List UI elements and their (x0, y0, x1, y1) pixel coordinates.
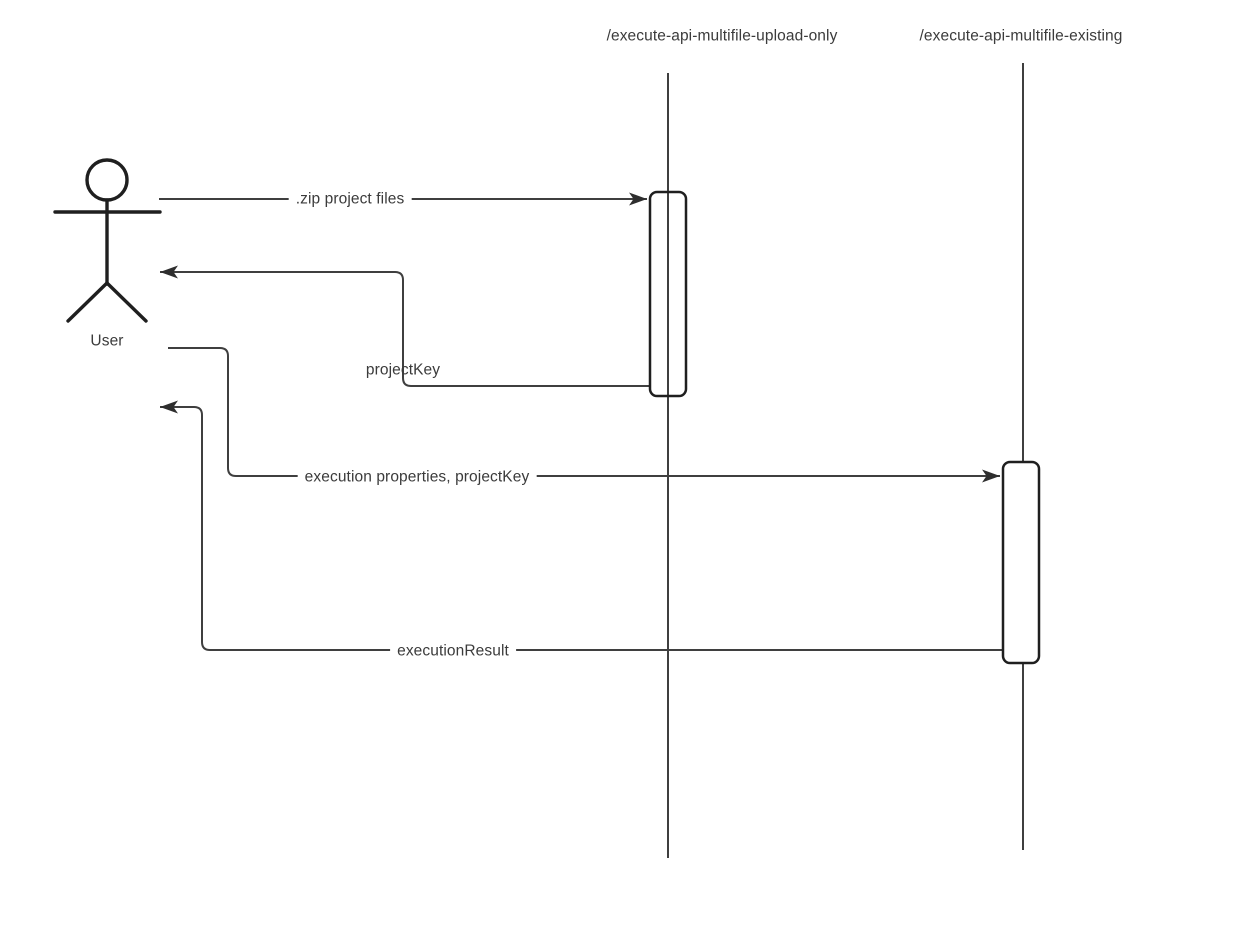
endpoint-label-existing: /execute-api-multifile-existing (919, 27, 1123, 45)
message-arrow-executionresult (160, 400, 1003, 651)
message-label-execution-properties: execution properties, projectKey (297, 467, 537, 487)
actor-leg-left (66, 281, 109, 323)
endpoint-label-upload-only: /execute-api-multifile-upload-only (606, 27, 838, 45)
activation-box-upload-only (648, 190, 688, 398)
message-label-projectkey: projectKey (365, 361, 441, 379)
message-label-zip-project-files: .zip project files (288, 189, 412, 209)
user-actor (53, 158, 162, 323)
message-arrow-execution-properties (168, 347, 1000, 483)
message-arrow-projectkey (160, 265, 650, 387)
activation-box-existing (1001, 460, 1041, 665)
actor-head (85, 158, 129, 202)
actor-leg-right (105, 281, 148, 323)
message-label-executionresult: executionResult (390, 641, 516, 661)
actor-label: User (90, 332, 124, 350)
